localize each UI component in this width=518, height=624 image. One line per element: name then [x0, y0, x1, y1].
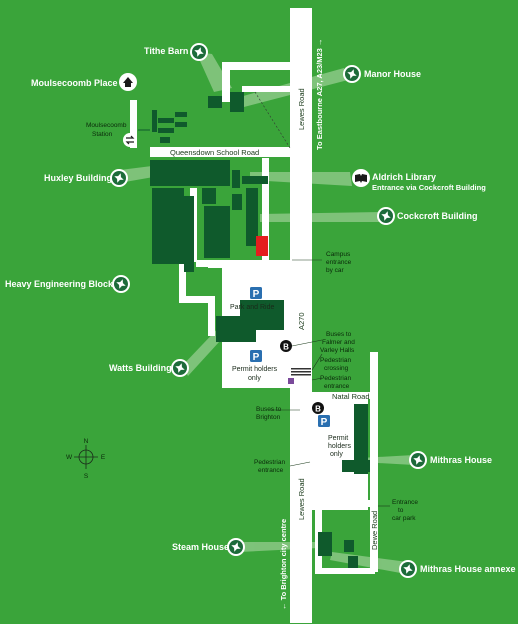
compass-s: S — [84, 473, 89, 480]
label-permit2-3: only — [330, 451, 343, 458]
tithe-barn-pin-icon[interactable] — [190, 43, 208, 61]
label-car-park-entrance-3: car park — [392, 515, 416, 522]
label-lewes-road-north: Lewes Road — [297, 88, 306, 130]
mithras-pin-icon[interactable] — [409, 451, 427, 469]
steam-house-block[interactable] — [318, 532, 332, 556]
mithras-house-block[interactable] — [354, 404, 368, 474]
label-campus-entrance-1: Campus — [326, 251, 351, 258]
highlighted-building[interactable] — [256, 236, 268, 256]
label-ped-entrance-2: entrance — [324, 383, 350, 390]
parking-letter: P — [253, 352, 260, 363]
label-buses-brighton-2: Brighton — [256, 414, 281, 421]
bus-stop-icon-falmer[interactable]: B — [280, 340, 292, 352]
parking-icon-park-and-ride[interactable]: P — [250, 287, 262, 300]
steam-house-pin-icon[interactable] — [227, 538, 245, 556]
heavy-engineering-block-shape[interactable] — [152, 188, 184, 264]
bus-letter: B — [283, 343, 289, 352]
label-buses-falmer-1: Buses to — [326, 331, 352, 338]
compass-w: W — [66, 454, 73, 461]
label-buses-falmer-2: Falmer and — [322, 339, 355, 346]
label-ped-crossing-2: crossing — [324, 365, 349, 372]
label-watts-building[interactable]: Watts Building — [109, 363, 172, 373]
label-aldrich-library[interactable]: Aldrich Library — [372, 172, 436, 182]
label-ped-entrance2-1: Pedestrian — [254, 459, 285, 466]
label-queensdown-road: Queensdown School Road — [170, 148, 259, 157]
pedestrian-crossing — [291, 368, 311, 376]
leader-lines — [270, 259, 390, 507]
label-permit2-1: Permit — [328, 435, 348, 442]
label-campus-entrance-3: by car — [326, 267, 345, 274]
label-heavy-engineering[interactable]: Heavy Engineering Block — [5, 279, 114, 289]
label-permit-2: only — [248, 375, 261, 382]
mithras-annexe-pin-icon[interactable] — [399, 560, 417, 578]
label-natal-road: Natal Road — [332, 392, 370, 401]
parking-icon-permit-2[interactable]: P — [318, 415, 330, 428]
book-icon[interactable] — [352, 169, 370, 187]
parking-letter: P — [253, 289, 260, 300]
label-manor-house[interactable]: Manor House — [364, 69, 421, 79]
label-steam-house[interactable]: Steam House — [172, 542, 229, 552]
compass-e: E — [101, 454, 106, 461]
label-a270: A270 — [297, 312, 306, 330]
compass-n: N — [84, 438, 89, 445]
label-tithe-barn[interactable]: Tithe Barn — [144, 46, 188, 56]
label-ped-crossing-1: Pedestrian — [320, 357, 351, 364]
label-to-brighton: ← To Brighton city centre — [279, 519, 288, 610]
footpath-line — [254, 91, 291, 149]
natal-road[interactable] — [300, 392, 370, 399]
pedestrian-entrance-marker — [288, 378, 294, 384]
label-cockcroft-building[interactable]: Cockcroft Building — [397, 211, 478, 221]
huxley-pin-icon[interactable] — [110, 169, 128, 187]
bus-stop-icon-brighton[interactable]: B — [312, 402, 324, 414]
manor-house-block[interactable] — [230, 92, 244, 112]
train-station-icon[interactable] — [123, 133, 137, 147]
label-car-park-entrance-2: to — [398, 507, 404, 514]
cockcroft-block[interactable] — [204, 206, 230, 258]
label-buses-falmer-3: Varley Halls — [320, 347, 355, 354]
label-buses-brighton-1: Buses to — [256, 406, 282, 413]
queensdown-school-road[interactable] — [150, 147, 310, 157]
label-mithras-annexe[interactable]: Mithras House annexe — [420, 564, 516, 574]
label-mithras-house[interactable]: Mithras House — [430, 455, 492, 465]
label-park-and-ride: Park and Ride — [230, 304, 274, 311]
heavy-engineering-pin-icon[interactable] — [112, 275, 130, 293]
main-road-a270[interactable] — [290, 8, 312, 623]
label-campus-entrance-2: entrance — [326, 259, 352, 266]
campus-entrance-road[interactable] — [196, 260, 292, 267]
parking-letter: P — [321, 417, 328, 428]
label-moulsecoomb-place[interactable]: Moulsecoomb Place — [31, 78, 118, 88]
label-lewes-road-south: Lewes Road — [297, 478, 306, 520]
cockcroft-pin-icon[interactable] — [377, 207, 395, 225]
compass: N S E W — [66, 438, 106, 480]
label-station-2: Station — [92, 131, 113, 138]
huxley-block[interactable] — [150, 160, 230, 186]
house-icon[interactable] — [119, 73, 137, 91]
label-dewe-road: Dewe Road — [370, 511, 379, 550]
label-huxley-building[interactable]: Huxley Building — [44, 173, 112, 183]
buildings — [150, 92, 370, 568]
label-permit-1: Permit holders — [232, 366, 278, 373]
bus-letter: B — [315, 405, 321, 414]
label-ped-entrance2-2: entrance — [258, 467, 284, 474]
label-ped-entrance-1: Pedestrian — [320, 375, 351, 382]
label-car-park-entrance-1: Entrance — [392, 499, 418, 506]
label-aldrich-sub: Entrance via Cockcroft Building — [372, 183, 486, 192]
manor-house-pin-icon[interactable] — [343, 65, 361, 83]
dewe-road[interactable] — [370, 352, 378, 572]
watts-pin-icon[interactable] — [171, 359, 189, 377]
parking-icon-permit[interactable]: P — [250, 350, 262, 363]
mithras-annexe-block[interactable] — [348, 556, 358, 568]
label-to-eastbourne: To Eastbourne A27, A23/M23 → — [315, 39, 324, 150]
label-station-1: Moulsecoomb — [86, 122, 127, 129]
label-permit2-2: holders — [328, 443, 351, 450]
tithe-barn-block[interactable] — [208, 96, 222, 108]
